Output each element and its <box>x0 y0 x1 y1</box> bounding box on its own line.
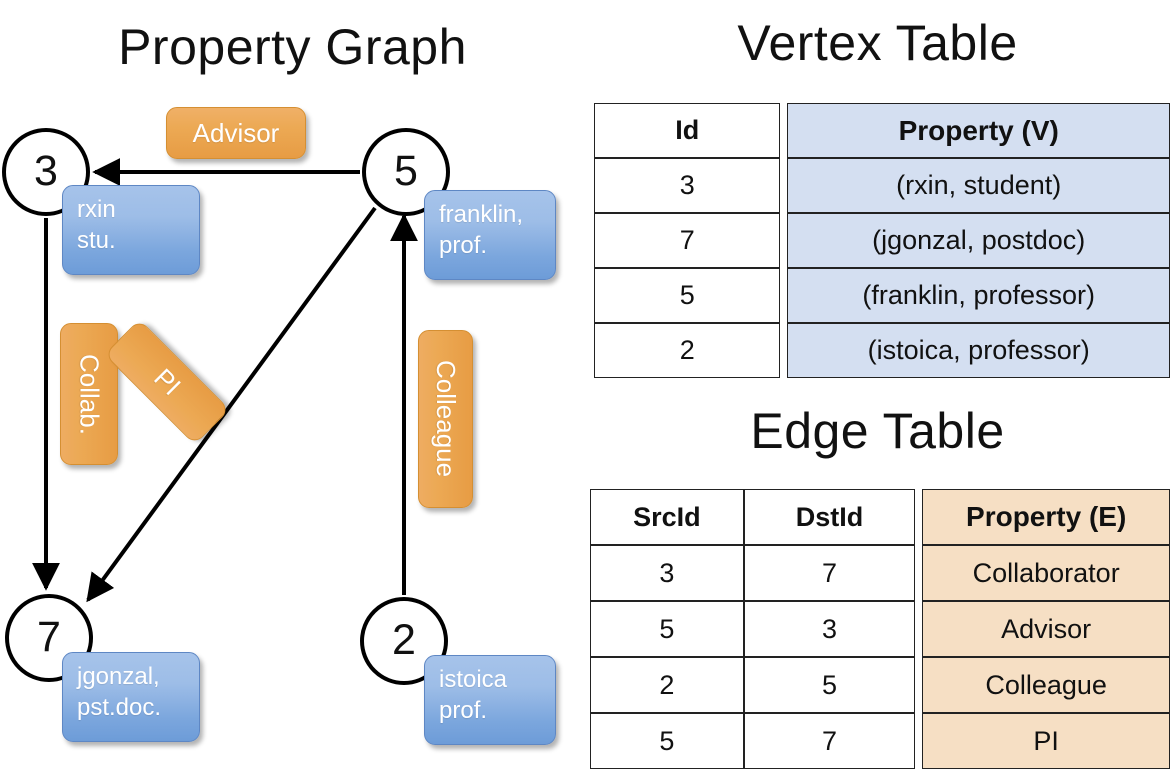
edge-table-cell-srcid: 2 <box>590 657 744 713</box>
edge-5-to-7-pi <box>86 206 377 603</box>
edge-table-cell-srcid: 3 <box>590 545 744 601</box>
edge-table-cell-property: PI <box>922 713 1170 769</box>
edge-table-column-gap <box>915 657 922 713</box>
table-row: 5 3 Advisor <box>590 601 1170 657</box>
edge-label-colleague: Colleague <box>418 330 473 508</box>
page-title-edge-table: Edge Table <box>750 403 1005 459</box>
edge-table-cell-dstid: 3 <box>743 601 916 657</box>
vertex-property-box-5-line2: prof. <box>439 231 488 259</box>
vertex-property-box-2-line2: prof. <box>439 696 488 724</box>
vertex-property-box-5-line1: franklin, <box>439 201 524 228</box>
vertex-table-cell-id: 2 <box>594 323 781 378</box>
vertex-table-cell-property: (istoica, professor) <box>787 323 1170 378</box>
edge-table-cell-property: Colleague <box>922 657 1170 713</box>
table-row: 3 7 Collaborator <box>590 545 1170 601</box>
vertex-node-7-label: 7 <box>37 612 61 661</box>
vertex-property-box-3: rxin stu. <box>62 185 200 275</box>
edge-label-pi-text: PI <box>148 362 187 401</box>
vertex-property-box-5: franklin, prof. <box>424 190 556 280</box>
vertex-table-cell-property: (franklin, professor) <box>787 268 1170 323</box>
vertex-table-column-gap <box>780 323 787 378</box>
edge-table-cell-srcid: 5 <box>590 601 744 657</box>
vertex-property-box-2-line1: istoica <box>439 666 508 693</box>
edge-table-column-gap <box>915 545 922 601</box>
vertex-table-column-gap <box>780 158 787 213</box>
edge-label-collab-text: Collab. <box>74 353 105 435</box>
vertex-property-box-3-line2: stu. <box>77 226 116 254</box>
vertex-table-column-gap <box>780 103 787 158</box>
edge-table: SrcId DstId Property (E) 3 7 Collaborato… <box>590 489 1170 769</box>
vertex-property-box-7-line1: jgonzal, <box>77 663 160 690</box>
vertex-property-box-3-line1: rxin <box>77 196 116 223</box>
table-row: 2 5 Colleague <box>590 657 1170 713</box>
vertex-table-cell-id: 3 <box>594 158 781 213</box>
page-title-vertex-table: Vertex Table <box>737 15 1018 71</box>
edge-table-column-gap <box>915 489 922 545</box>
edge-table-cell-dstid: 5 <box>743 657 916 713</box>
edge-table-cell-property: Collaborator <box>922 545 1170 601</box>
table-row: 7 (jgonzal, postdoc) <box>594 213 1170 268</box>
property-graph-panel: Property Graph 3 5 7 2 rxin stu. frankli… <box>0 0 585 760</box>
vertex-table-header-property: Property (V) <box>787 103 1170 158</box>
vertex-table-column-gap <box>780 213 787 268</box>
edge-table-header-srcid: SrcId <box>590 489 744 545</box>
vertex-table-cell-id: 7 <box>594 213 781 268</box>
vertex-table-header-id: Id <box>594 103 781 158</box>
vertex-table: Id Property (V) 3 (rxin, student) 7 (jgo… <box>594 103 1170 378</box>
vertex-table-cell-id: 5 <box>594 268 781 323</box>
edge-table-header-dstid: DstId <box>743 489 916 545</box>
edge-table-cell-srcid: 5 <box>590 713 744 769</box>
vertex-node-3-label: 3 <box>34 146 58 195</box>
table-row: 3 (rxin, student) <box>594 158 1170 213</box>
vertex-node-2[interactable]: 2 <box>360 597 448 685</box>
edge-label-advisor-text: Advisor <box>192 117 280 148</box>
table-row: 2 (istoica, professor) <box>594 323 1170 378</box>
edge-label-advisor: Advisor <box>166 107 306 159</box>
edge-table-column-gap <box>915 713 922 769</box>
edge-table-cell-property: Advisor <box>922 601 1170 657</box>
vertex-node-2-label: 2 <box>392 615 416 664</box>
edge-label-collab: Collab. <box>60 323 118 465</box>
edge-table-cell-dstid: 7 <box>743 545 916 601</box>
vertex-node-5-label: 5 <box>394 146 418 195</box>
edge-table-column-gap <box>915 601 922 657</box>
table-row: 5 7 PI <box>590 713 1170 769</box>
page-title-property-graph: Property Graph <box>118 19 467 75</box>
vertex-node-5[interactable]: 5 <box>362 128 450 216</box>
vertex-table-cell-property: (jgonzal, postdoc) <box>787 213 1170 268</box>
vertex-table-header-row: Id Property (V) <box>594 103 1170 158</box>
vertex-property-box-2: istoica prof. <box>424 655 556 745</box>
graph-edges-canvas <box>32 158 418 603</box>
vertex-property-box-7-line2: pst.doc. <box>77 693 162 721</box>
edge-table-cell-dstid: 7 <box>743 713 916 769</box>
table-row: 5 (franklin, professor) <box>594 268 1170 323</box>
edge-label-colleague-text: Colleague <box>431 360 461 478</box>
vertex-table-column-gap <box>780 268 787 323</box>
edge-table-header-row: SrcId DstId Property (E) <box>590 489 1170 545</box>
vertex-property-box-7: jgonzal, pst.doc. <box>62 652 200 742</box>
vertex-table-cell-property: (rxin, student) <box>787 158 1170 213</box>
edge-table-header-property: Property (E) <box>922 489 1170 545</box>
